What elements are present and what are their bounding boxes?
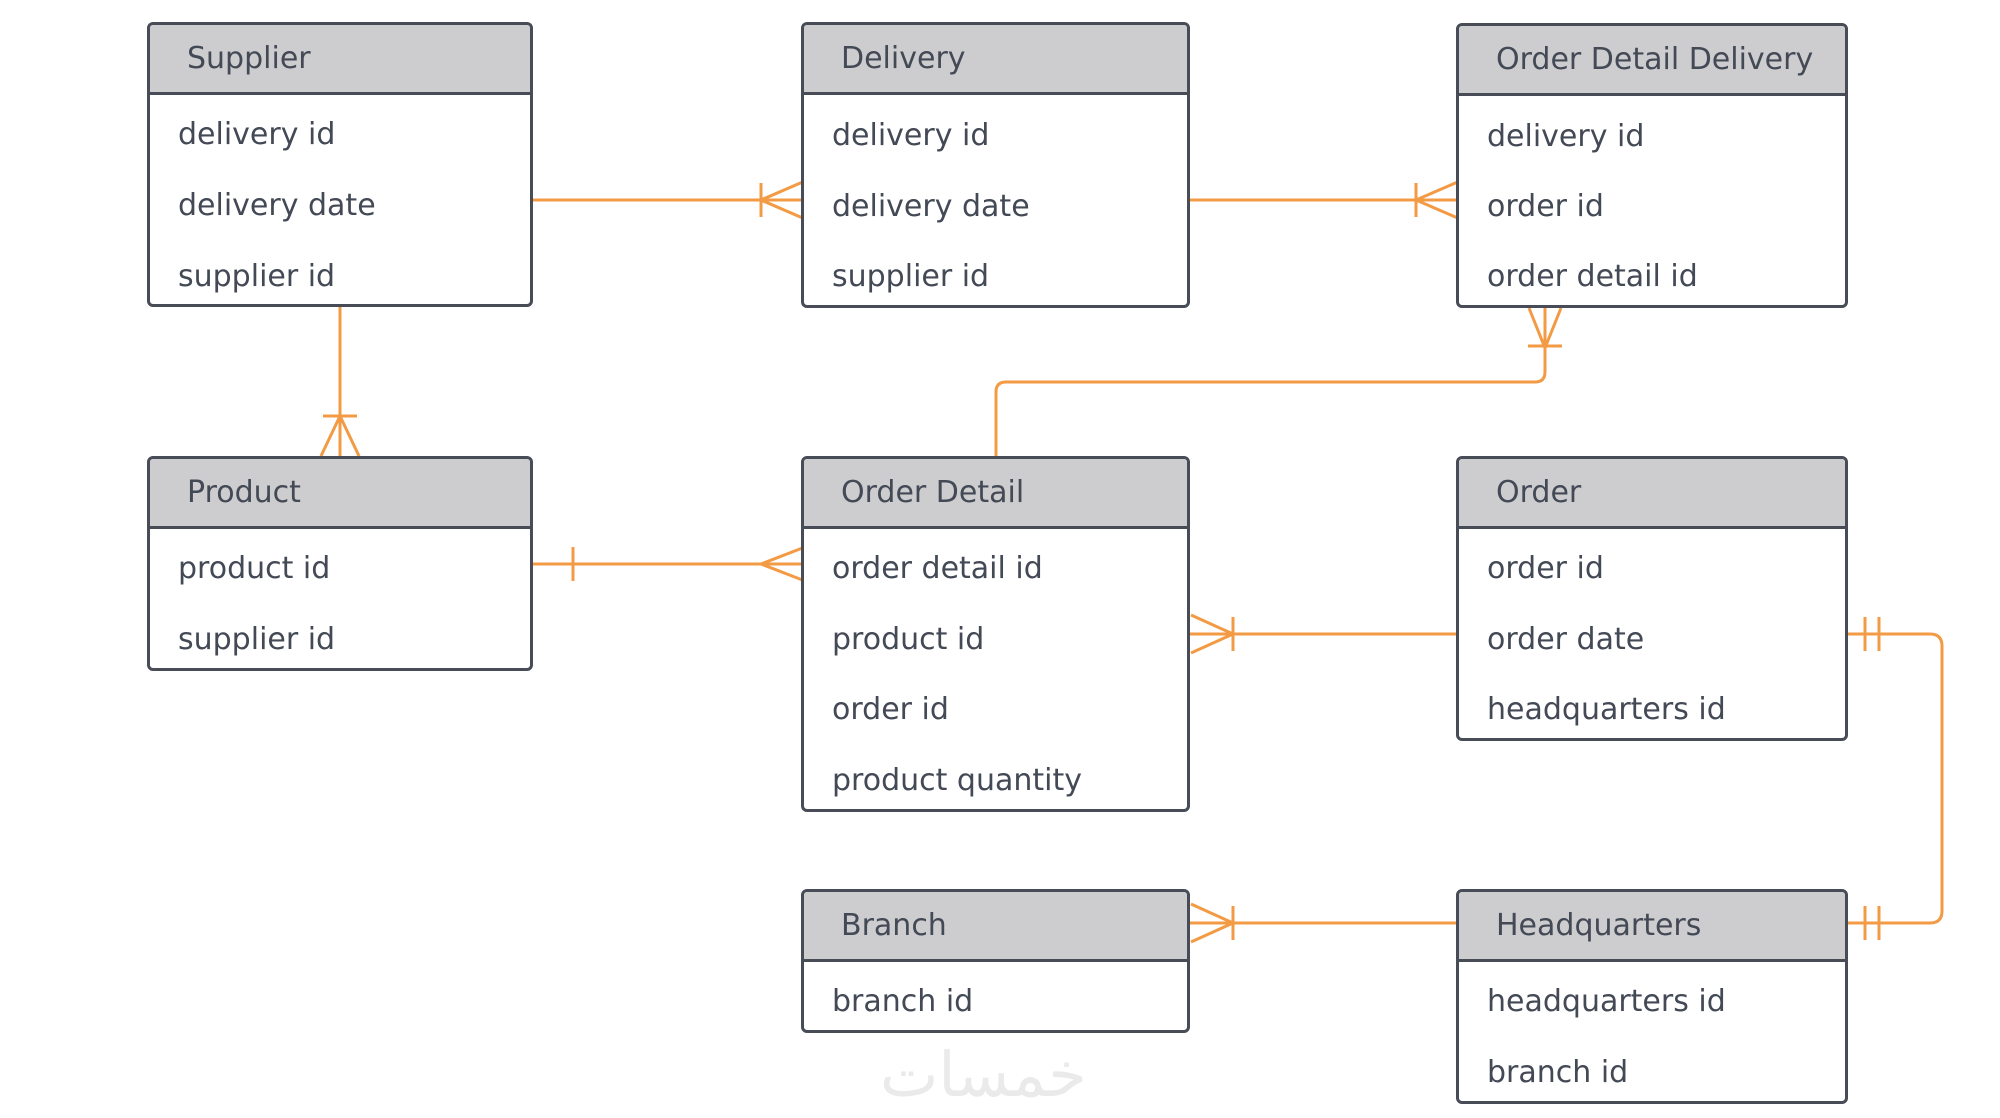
connector-order-headquarters: [1848, 617, 1944, 940]
entity-branch[interactable]: Branch branch id: [801, 889, 1190, 1033]
watermark-logo: خمسات: [880, 1038, 1087, 1111]
connector-headquarters-branch: [1190, 902, 1460, 944]
entity-supplier-title: Supplier: [150, 25, 530, 95]
entity-headquarters-title: Headquarters: [1459, 892, 1845, 962]
entity-branch-title: Branch: [804, 892, 1187, 962]
connector-product-orderdetail: [533, 545, 806, 583]
attribute-order-id: order id: [832, 692, 949, 727]
attribute-order-detail-id: order detail id: [832, 551, 1043, 586]
attribute-delivery-id: delivery id: [1487, 119, 1645, 154]
connector-order-orderdetail: [1190, 613, 1460, 655]
entity-order-detail[interactable]: Order Detail order detail id product id …: [801, 456, 1190, 812]
attribute-delivery-date: delivery date: [832, 189, 1030, 224]
attribute-order-date: order date: [1487, 622, 1645, 657]
entity-delivery-title: Delivery: [804, 25, 1187, 95]
connector-delivery-orderdetaildelivery: [1190, 179, 1461, 221]
entity-order-detail-delivery-title: Order Detail Delivery: [1459, 26, 1845, 96]
attribute-delivery-id: delivery id: [832, 118, 990, 153]
entity-product[interactable]: Product product id supplier id: [147, 456, 533, 671]
attribute-delivery-date: delivery date: [178, 188, 376, 223]
connector-supplier-delivery: [533, 179, 806, 221]
entity-supplier[interactable]: Supplier delivery id delivery date suppl…: [147, 22, 533, 307]
attribute-order-id: order id: [1487, 551, 1604, 586]
entity-headquarters[interactable]: Headquarters headquarters id branch id: [1456, 889, 1848, 1104]
entity-order-detail-delivery[interactable]: Order Detail Delivery delivery id order …: [1456, 23, 1848, 308]
attribute-branch-id: branch id: [832, 984, 974, 1019]
attribute-order-id: order id: [1487, 189, 1604, 224]
attribute-branch-id: branch id: [1487, 1055, 1629, 1090]
connector-orderdetail-orderdetaildelivery: [994, 307, 1563, 456]
attribute-headquarters-id: headquarters id: [1487, 984, 1726, 1019]
attribute-product-id: product id: [832, 622, 985, 657]
attribute-supplier-id: supplier id: [832, 259, 990, 294]
entity-order-detail-title: Order Detail: [804, 459, 1187, 529]
attribute-product-id: product id: [178, 551, 331, 586]
attribute-product-quantity: product quantity: [832, 763, 1082, 798]
entity-order-title: Order: [1459, 459, 1845, 529]
attribute-supplier-id: supplier id: [178, 622, 336, 657]
attribute-delivery-id: delivery id: [178, 117, 336, 152]
attribute-supplier-id: supplier id: [178, 259, 336, 294]
entity-product-title: Product: [150, 459, 530, 529]
entity-order[interactable]: Order order id order date headquarters i…: [1456, 456, 1848, 741]
attribute-order-detail-id: order detail id: [1487, 259, 1698, 294]
attribute-headquarters-id: headquarters id: [1487, 692, 1726, 727]
entity-delivery[interactable]: Delivery delivery id delivery date suppl…: [801, 22, 1190, 308]
connector-supplier-product: [319, 307, 361, 457]
